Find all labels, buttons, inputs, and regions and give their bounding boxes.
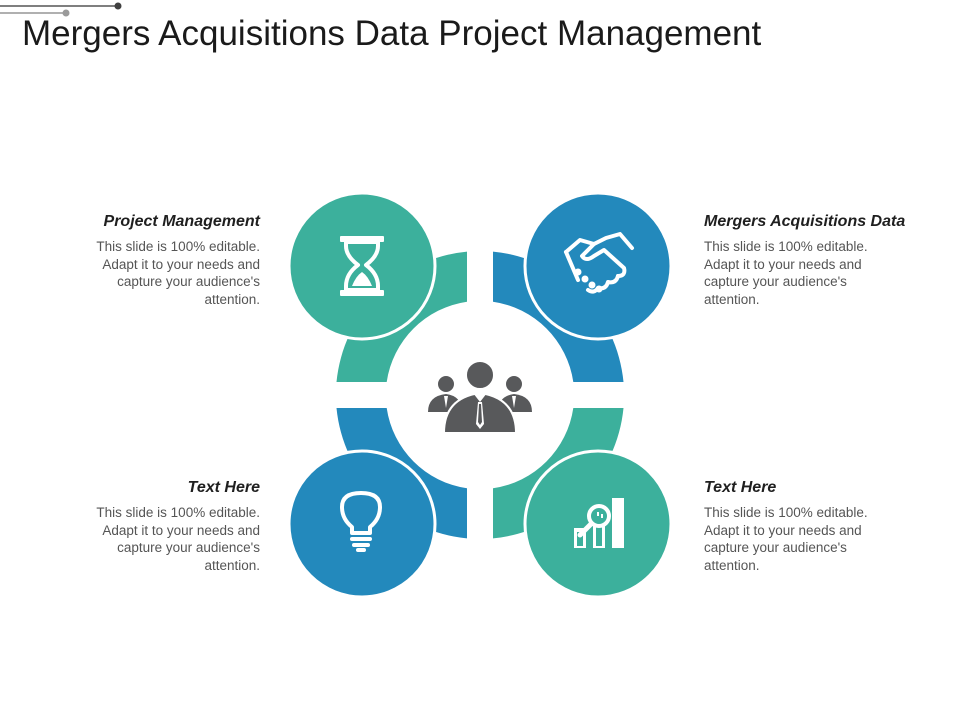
handshake-icon bbox=[564, 232, 634, 294]
item-heading: Text Here bbox=[704, 479, 777, 496]
item-project-management: Project Management This slide is 100% ed… bbox=[20, 213, 260, 308]
hourglass-icon bbox=[340, 236, 384, 296]
circle-top-right bbox=[523, 191, 673, 341]
slide-title: Mergers Acquisitions Data Project Manage… bbox=[22, 14, 762, 53]
circle-top-left bbox=[287, 191, 437, 341]
item-body: This slide is 100% editable. Adapt it to… bbox=[96, 239, 260, 307]
item-mergers-acquisitions-data: Mergers Acquisitions Data This slide is … bbox=[704, 213, 944, 308]
decoration-dot-top bbox=[114, 2, 122, 10]
item-heading: Text Here bbox=[187, 479, 260, 496]
bar-chart-magnifier-icon bbox=[574, 498, 624, 548]
header-decoration bbox=[0, 2, 122, 17]
team-people-icon bbox=[428, 360, 532, 434]
circle-bottom-left bbox=[287, 449, 437, 599]
item-body: This slide is 100% editable. Adapt it to… bbox=[704, 239, 868, 307]
item-text-here-left: Text Here This slide is 100% editable. A… bbox=[20, 479, 260, 574]
item-body: This slide is 100% editable. Adapt it to… bbox=[704, 505, 868, 573]
item-body: This slide is 100% editable. Adapt it to… bbox=[96, 505, 260, 573]
item-text-here-right: Text Here This slide is 100% editable. A… bbox=[704, 479, 944, 574]
lightbulb-icon bbox=[340, 491, 382, 552]
item-heading: Project Management bbox=[103, 213, 260, 230]
decoration-dot-bottom bbox=[62, 9, 70, 17]
item-heading: Mergers Acquisitions Data bbox=[704, 213, 906, 230]
